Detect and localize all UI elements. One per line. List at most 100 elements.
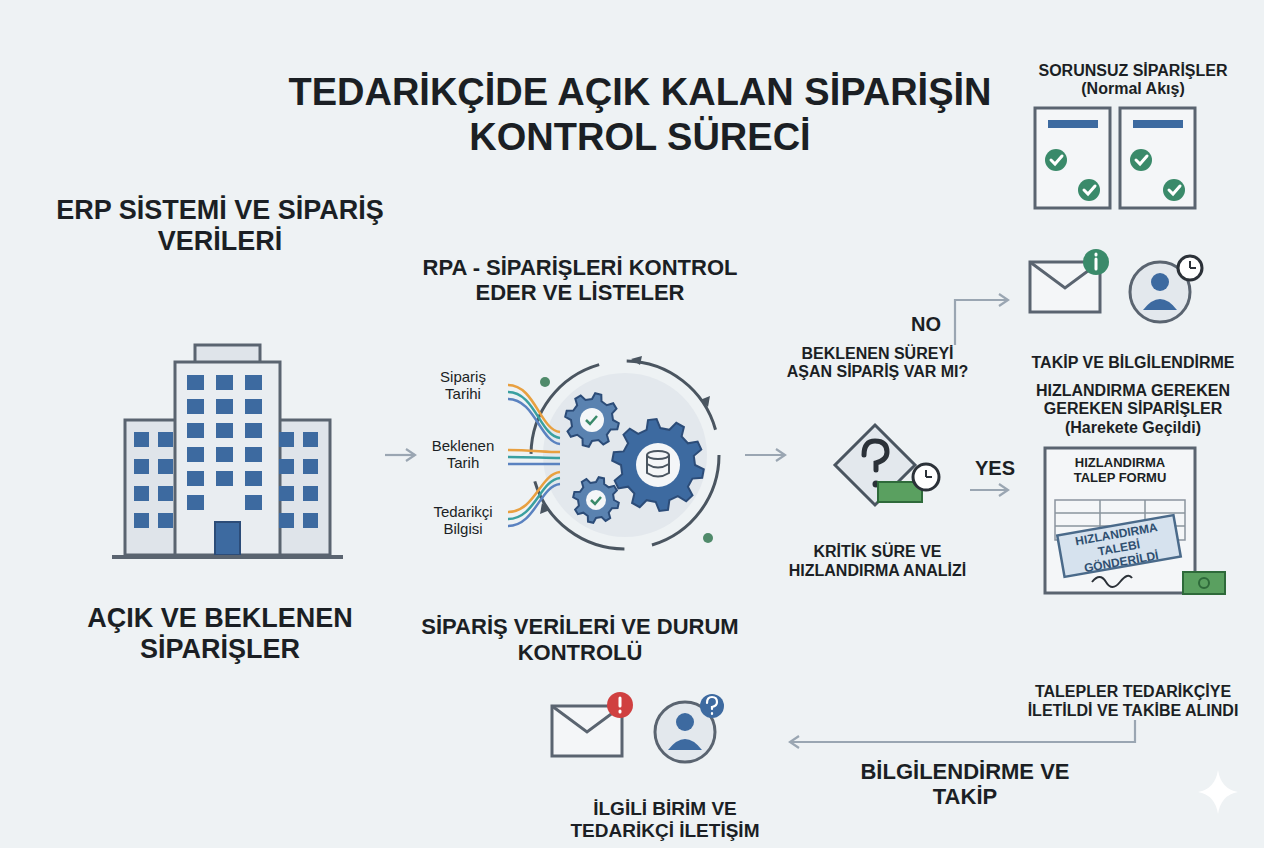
window xyxy=(158,486,173,501)
edge-label: NO xyxy=(908,312,944,337)
process-node: BEKLENEN SÜREYİ AŞAN SİPARİŞ VAR MI? KRİT… xyxy=(785,345,970,580)
mail-person-icon xyxy=(1143,299,1177,310)
gear-cycle-icon xyxy=(540,503,550,514)
gear-cycle-icon xyxy=(631,356,642,365)
window xyxy=(216,423,233,438)
building-icon xyxy=(112,555,343,559)
document-icon xyxy=(1136,156,1147,164)
gear-cycle-icon xyxy=(700,396,710,407)
gear-cycle-icon xyxy=(543,373,707,537)
text-label: HIZLANDIRMA TALEBİ GÖNDERİLDİ xyxy=(1060,519,1177,579)
connector xyxy=(790,720,1135,742)
document-icon xyxy=(1045,149,1067,171)
window xyxy=(134,432,149,447)
document-icon xyxy=(1169,186,1180,194)
node-heading: BEKLENEN SÜREYİ AŞAN SİPARİŞ VAR MI? xyxy=(785,345,970,382)
window xyxy=(245,399,262,414)
window xyxy=(216,375,233,390)
decision-icon xyxy=(913,464,939,490)
mail-person-icon xyxy=(1178,256,1202,280)
gear xyxy=(573,477,619,523)
window xyxy=(134,513,149,528)
gear-hub xyxy=(636,443,680,487)
window xyxy=(187,423,204,438)
gear-cycle-icon xyxy=(508,457,560,458)
gear-cycle-icon xyxy=(508,450,560,452)
window xyxy=(187,471,204,486)
edge-label: YES xyxy=(972,456,1018,481)
window xyxy=(279,432,294,447)
contact-icon xyxy=(607,692,633,718)
request-form-icon xyxy=(1045,448,1195,593)
window xyxy=(158,513,173,528)
building-icon xyxy=(215,522,240,555)
connector xyxy=(745,454,785,456)
building-icon xyxy=(112,345,343,557)
contact-icon xyxy=(619,698,622,712)
node-heading: HIZLANDIRMA GEREKEN GEREKEN SİPARİŞLER (… xyxy=(1008,382,1258,437)
window xyxy=(279,486,294,501)
window xyxy=(245,375,262,390)
window xyxy=(158,459,173,474)
window xyxy=(279,459,294,474)
window xyxy=(216,399,233,414)
window xyxy=(303,459,318,474)
mail-person-icon xyxy=(1083,249,1109,275)
document-icon xyxy=(1120,108,1195,208)
document-icon xyxy=(1084,186,1095,194)
gear-cycle-icon xyxy=(703,533,713,543)
window xyxy=(134,486,149,501)
window xyxy=(134,459,149,474)
database xyxy=(647,455,669,477)
window xyxy=(245,423,262,438)
contact-icon xyxy=(707,697,717,714)
decision-icon xyxy=(835,425,939,505)
decision-icon xyxy=(926,470,932,477)
request-form-icon xyxy=(1092,576,1132,587)
document-icon xyxy=(1078,179,1100,201)
window xyxy=(216,447,233,462)
gear-cycle-icon xyxy=(508,472,560,512)
decision-icon xyxy=(864,441,887,470)
window xyxy=(279,513,294,528)
window xyxy=(245,495,262,510)
mail-person-icon xyxy=(1190,261,1196,268)
gear-hub xyxy=(586,490,606,510)
gear-cycle-icon xyxy=(508,484,560,526)
gear-cycle-icon xyxy=(508,356,719,549)
node-caption: AÇIK VE BEKLENEN SİPARİŞLER xyxy=(55,603,385,665)
window xyxy=(187,495,204,510)
mail-person-icon xyxy=(1151,273,1169,291)
gear-cycle-icon xyxy=(540,377,550,387)
request-form-icon xyxy=(1199,578,1209,588)
node-heading: ERP SİSTEMİ VE SİPARİŞ VERİLERİ xyxy=(55,195,385,257)
request-form-icon xyxy=(1183,572,1225,594)
check xyxy=(586,416,601,504)
window xyxy=(187,375,204,390)
contact-icon xyxy=(668,739,702,750)
sparkle xyxy=(1198,770,1238,814)
request-form-icon xyxy=(1055,512,1185,514)
window xyxy=(245,471,262,486)
text-label: HIZLANDIRMA TALEP FORMU xyxy=(1058,456,1182,486)
sparkle xyxy=(1198,770,1238,814)
node-caption: TALEPLER TEDARİKÇİYE İLETİLDİ VE TAKİBE … xyxy=(1008,683,1258,720)
document-icon xyxy=(1048,120,1098,128)
contact-icon xyxy=(676,713,694,731)
document-icon xyxy=(1163,179,1185,201)
text-label: Tedarikçi Bilgisi xyxy=(422,503,504,538)
node-heading: İLGİLİ BİRİM VE TEDARİKÇİ İLETİŞİM xyxy=(540,798,790,842)
gear-cycle-icon xyxy=(508,399,560,444)
building-icon xyxy=(175,362,280,555)
connector xyxy=(970,489,1008,491)
contact-icon xyxy=(700,694,724,718)
window xyxy=(303,513,318,528)
mail-person-icon xyxy=(1095,254,1098,269)
process-node: SORUNSUZ SİPARİŞLER (Normal Akış)TAKİP V… xyxy=(1008,62,1258,372)
node-caption: KRİTİK SÜRE VE HIZLANDIRMA ANALİZİ xyxy=(785,543,970,580)
node-heading: RPA - SİPARİŞLERİ KONTROL EDER VE LİSTEL… xyxy=(415,255,745,306)
process-node: İLGİLİ BİRİM VE TEDARİKÇİ İLETİŞİM xyxy=(540,688,790,842)
node-heading: SORUNSUZ SİPARİŞLER (Normal Akış) xyxy=(1008,62,1258,99)
process-node: ERP SİSTEMİ VE SİPARİŞ VERİLERİ AÇIK VE B… xyxy=(55,195,385,665)
